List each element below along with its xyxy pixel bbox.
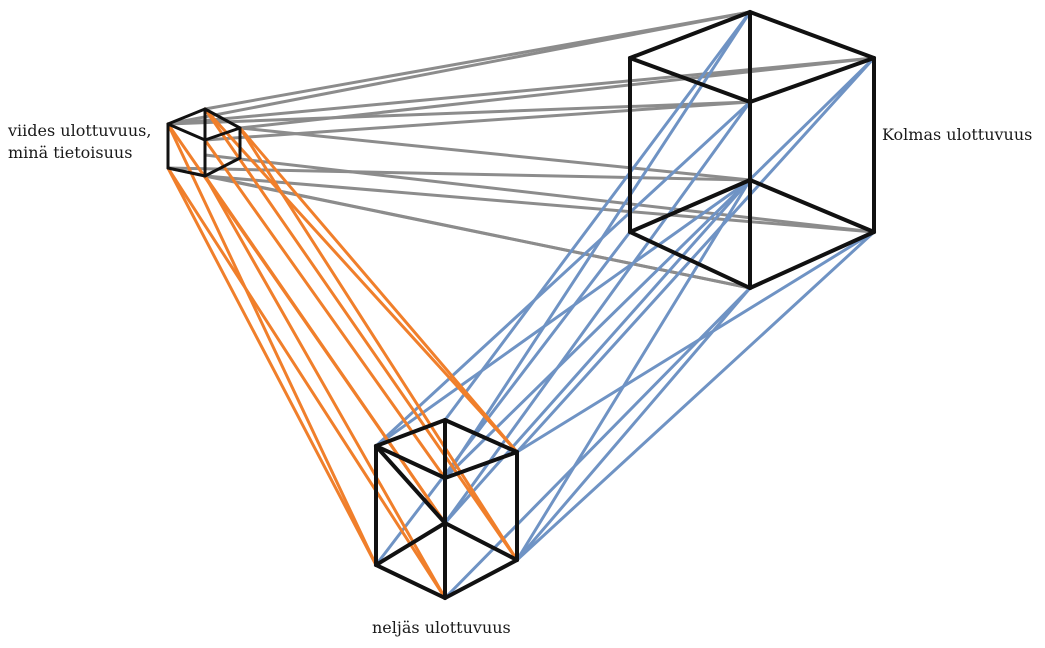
cube-edge [748,10,876,60]
cube-edge [203,107,242,130]
gray-connector-line [166,166,752,182]
third-dimension-cube [628,10,876,290]
orange-connector-line [166,166,378,567]
cube-edge [748,178,876,234]
gray-connector-line [203,10,752,111]
cube-edge [443,558,519,600]
cube-edge [374,418,447,448]
orange-connector-line [203,174,447,525]
blue-connector-line [515,56,876,454]
orange-connector-line [238,126,519,454]
orange-connector-line [166,122,378,567]
cube-edge [203,126,242,142]
blue-connector-line [443,10,752,422]
cube-edge [748,230,876,290]
fifth-dimension-label-line1: viides ulottuvuus, [8,121,152,140]
gray-connector-line [238,126,752,182]
cube-edge [628,178,752,234]
fourth-dimension-cube [374,418,519,600]
blue-connector-line [374,100,752,448]
orange-connector-line [203,138,447,480]
gray-connector-line [203,174,876,234]
blue-connector-line [443,178,752,525]
cube-edge [443,418,519,454]
cube-edge [443,450,519,480]
orange-connector-line [203,107,519,562]
fifth-to-third-connector-lines [166,10,876,290]
third-dimension-label: Kolmas ulottuvuus [882,125,1033,144]
blue-connector-line [515,286,752,562]
cube-edge [374,444,447,525]
cube-edge [628,230,752,290]
orange-connector-line [203,174,447,600]
cube-edge [748,56,876,104]
orange-connector-line [166,166,447,600]
fifth-dimension-label: viides ulottuvuus, minä tietoisuus [8,120,151,164]
gray-connector-line [166,100,752,126]
blue-connector-line [515,230,876,562]
fourth-to-third-connector-lines [374,10,876,600]
blue-connector-line [374,178,752,448]
blue-connector-line [443,100,752,525]
orange-connector-line [238,126,519,562]
gray-connector-line [203,153,876,234]
cube-edge [166,107,207,126]
cube-edge [166,166,207,178]
cube-edge [628,56,752,104]
fifth-dimension-label-line2: minä tietoisuus [8,143,133,162]
blue-connector-line [443,56,876,480]
cube-edge [166,122,207,142]
blue-connector-line [374,230,632,567]
cube-edge [374,521,447,567]
blue-connector-line [443,10,752,480]
fifth-to-fourth-connector-lines [166,107,519,600]
blue-connector-line [515,178,752,562]
fourth-dimension-label: neljäs ulottuvuus [372,618,511,637]
cube-edge [374,444,447,480]
cube-edge [628,10,752,60]
fifth-dimension-cube [166,107,242,178]
blue-connector-line [443,286,752,600]
gray-connector-line [166,56,876,126]
cube-edge [443,521,519,562]
cube-edge [203,156,242,178]
orange-connector-line [203,107,519,454]
cube-edge [374,563,447,600]
